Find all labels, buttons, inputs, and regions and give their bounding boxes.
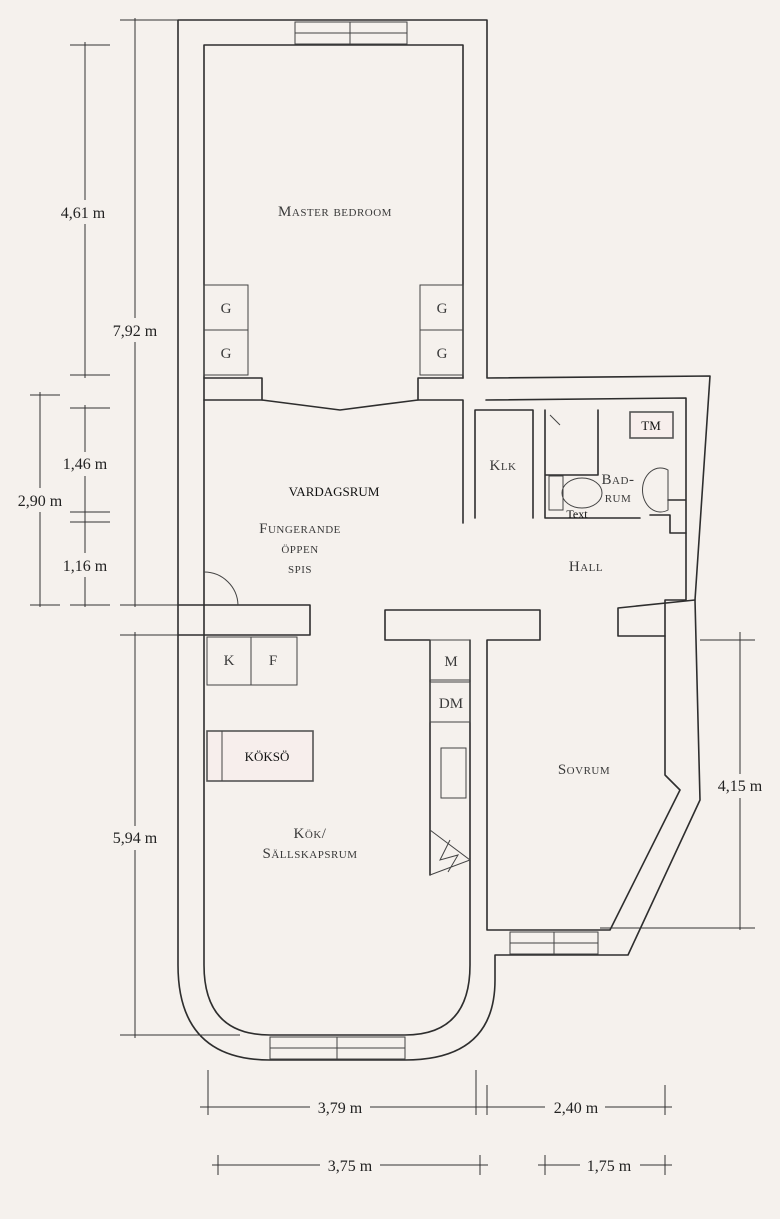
fireplace-label: öppen (281, 541, 318, 557)
fireplace (203, 571, 239, 606)
wardrobe-label: G (437, 346, 448, 362)
sovrum-label: Sovrum (558, 762, 610, 778)
vardagsrum-label: VARDAGSRUM (289, 484, 380, 499)
dimension-label: 2,40 m (554, 1100, 599, 1117)
freezer-label: F (269, 653, 277, 669)
kitchen-island-label: KÖKSÖ (245, 749, 290, 764)
tm-label: TM (641, 418, 661, 433)
kitchen-island (206, 730, 314, 782)
wardrobe-label: G (221, 301, 232, 317)
dimension-label: 4,15 m (718, 778, 763, 795)
kitchen-fixtures: K F KÖKSÖ M DM (206, 636, 472, 876)
outer-walls (177, 19, 711, 1061)
wardrobe-label: G (221, 346, 232, 362)
dimension-lines (30, 18, 755, 1175)
badrum-label: Bad- (602, 472, 635, 488)
dimension-label: 1,46 m (63, 456, 108, 473)
wardrobes: G G G G (203, 284, 464, 376)
fireplace-label: spis (288, 561, 312, 577)
master-bedroom-label: Master bedroom (278, 204, 392, 220)
kitchen-label: Kök/ (294, 826, 327, 842)
windows (269, 21, 599, 1060)
dimension-label: 3,75 m (328, 1158, 373, 1175)
text-label: Text (566, 507, 588, 521)
badrum-label: rum (605, 490, 632, 506)
dimension-label: 2,90 m (18, 493, 63, 510)
dimension-label: 1,16 m (63, 558, 108, 575)
dimension-label: 7,92 m (113, 323, 158, 340)
dimension-labels: 4,61 m 7,92 m 1,46 m 2,90 m 1,16 m 5,94 … (10, 200, 770, 1177)
wardrobe-label: G (437, 301, 448, 317)
dimension-label: 1,75 m (587, 1158, 632, 1175)
dimension-label: 4,61 m (61, 205, 106, 222)
dimension-label: 5,94 m (113, 830, 158, 847)
fridge-label: K (224, 653, 235, 669)
hall-label: Hall (569, 559, 603, 575)
dishwasher-label: DM (439, 696, 463, 712)
microwave-label: M (444, 654, 457, 670)
kitchen-label: Sällskapsrum (262, 846, 357, 862)
bathroom-fixtures: TM Text Klk Bad- rum (474, 409, 674, 521)
dimension-label: 3,79 m (318, 1100, 363, 1117)
tm-box (629, 411, 674, 439)
klk-label: Klk (490, 458, 517, 474)
fireplace-label: Fungerande (259, 521, 341, 537)
